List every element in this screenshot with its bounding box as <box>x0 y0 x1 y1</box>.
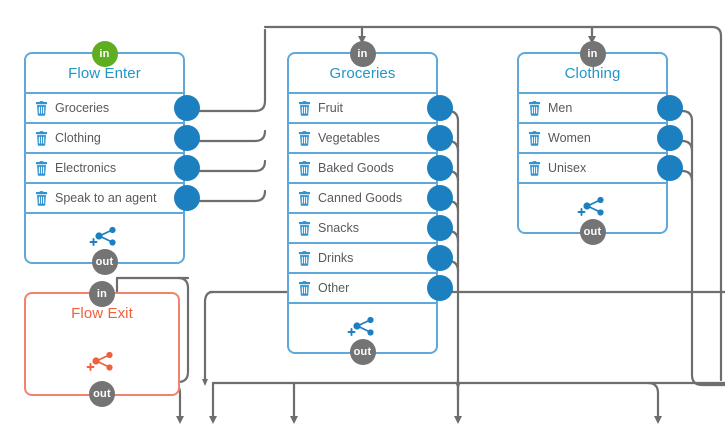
node-input-port[interactable]: in <box>89 281 115 307</box>
add-connection-button[interactable] <box>345 315 381 341</box>
option-label: Groceries <box>55 101 110 115</box>
trash-icon[interactable] <box>298 280 311 296</box>
share-plus-icon[interactable] <box>575 195 611 221</box>
option-label: Snacks <box>318 221 359 235</box>
trash-icon[interactable] <box>528 100 541 116</box>
share-plus-icon[interactable] <box>87 225 123 251</box>
trash-icon[interactable] <box>528 130 541 146</box>
option-label: Speak to an agent <box>55 191 157 205</box>
option-output-port[interactable] <box>427 155 453 181</box>
node-output-port[interactable]: out <box>89 381 115 407</box>
option-output-port[interactable] <box>427 215 453 241</box>
option-row[interactable]: Clothing <box>26 122 200 152</box>
option-output-port[interactable] <box>657 125 683 151</box>
option-row[interactable]: Other <box>289 272 453 302</box>
add-connection-button[interactable] <box>87 225 123 251</box>
node-input-port[interactable]: in <box>579 41 606 67</box>
node-footer <box>289 302 436 352</box>
node-footer <box>26 212 183 262</box>
option-row[interactable]: Canned Goods <box>289 182 453 212</box>
trash-icon[interactable] <box>298 130 311 146</box>
option-output-port[interactable] <box>174 155 200 181</box>
node-title: Clothing <box>564 65 621 82</box>
option-label: Vegetables <box>318 131 380 145</box>
option-row[interactable]: Drinks <box>289 242 453 272</box>
option-row[interactable]: Fruit <box>289 92 453 122</box>
add-connection-button[interactable] <box>84 350 120 376</box>
option-row[interactable]: Baked Goods <box>289 152 453 182</box>
option-output-port[interactable] <box>427 95 453 121</box>
option-row[interactable]: Speak to an agent <box>26 182 200 212</box>
option-row[interactable]: Snacks <box>289 212 453 242</box>
option-label: Clothing <box>55 131 101 145</box>
node-output-port[interactable]: out <box>579 219 606 245</box>
trash-icon[interactable] <box>35 130 48 146</box>
option-output-port[interactable] <box>427 185 453 211</box>
node-output-port[interactable]: out <box>349 339 376 365</box>
node-title: Flow Enter <box>68 65 141 82</box>
option-output-port[interactable] <box>174 125 200 151</box>
option-row[interactable]: Groceries <box>26 92 200 122</box>
option-output-port[interactable] <box>657 155 683 181</box>
option-label: Baked Goods <box>318 161 394 175</box>
node-title: Groceries <box>329 65 396 82</box>
option-output-port[interactable] <box>427 275 453 301</box>
option-row[interactable]: Electronics <box>26 152 200 182</box>
option-output-port[interactable] <box>174 185 200 211</box>
node-title: Flow Exit <box>71 305 133 322</box>
add-connection-button[interactable] <box>575 195 611 221</box>
trash-icon[interactable] <box>35 100 48 116</box>
trash-icon[interactable] <box>298 160 311 176</box>
trash-icon[interactable] <box>528 160 541 176</box>
option-label: Canned Goods <box>318 191 403 205</box>
option-output-port[interactable] <box>174 95 200 121</box>
share-plus-icon[interactable] <box>345 315 381 341</box>
trash-icon[interactable] <box>298 250 311 266</box>
option-row[interactable]: Unisex <box>519 152 683 182</box>
option-label: Women <box>548 131 591 145</box>
trash-icon[interactable] <box>298 220 311 236</box>
node-output-port[interactable]: out <box>91 249 118 275</box>
node-footer <box>519 182 666 232</box>
node-input-port[interactable]: in <box>91 41 118 67</box>
option-row[interactable]: Men <box>519 92 683 122</box>
trash-icon[interactable] <box>298 190 311 206</box>
option-output-port[interactable] <box>657 95 683 121</box>
option-label: Drinks <box>318 251 354 265</box>
option-row[interactable]: Vegetables <box>289 122 453 152</box>
node-input-port[interactable]: in <box>349 41 376 67</box>
option-label: Electronics <box>55 161 117 175</box>
node-footer <box>26 332 178 394</box>
option-label: Unisex <box>548 161 587 175</box>
option-label: Other <box>318 281 350 295</box>
option-label: Fruit <box>318 101 343 115</box>
option-row[interactable]: Women <box>519 122 683 152</box>
trash-icon[interactable] <box>298 100 311 116</box>
trash-icon[interactable] <box>35 160 48 176</box>
share-plus-icon[interactable] <box>84 350 120 376</box>
option-output-port[interactable] <box>427 245 453 271</box>
option-label: Men <box>548 101 573 115</box>
option-output-port[interactable] <box>427 125 453 151</box>
trash-icon[interactable] <box>35 190 48 206</box>
